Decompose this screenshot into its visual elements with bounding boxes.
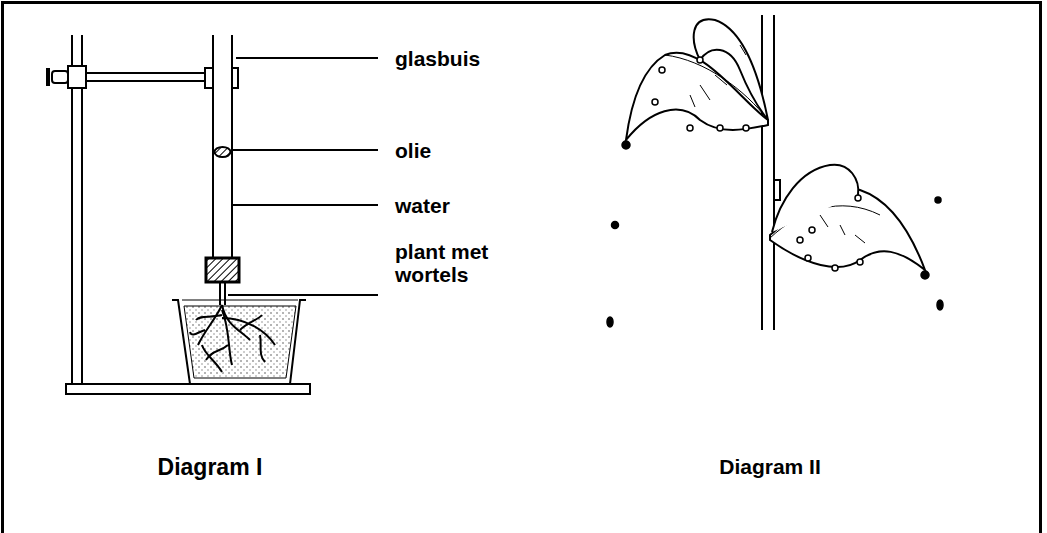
diagram-title: Diagram I: [158, 455, 263, 480]
part-label: water: [395, 194, 450, 217]
part-label: plant met wortels: [395, 240, 505, 286]
part-label: olie: [395, 139, 431, 162]
part-label: glasbuis: [395, 47, 480, 70]
diagram-title: Diagram II: [719, 455, 821, 478]
